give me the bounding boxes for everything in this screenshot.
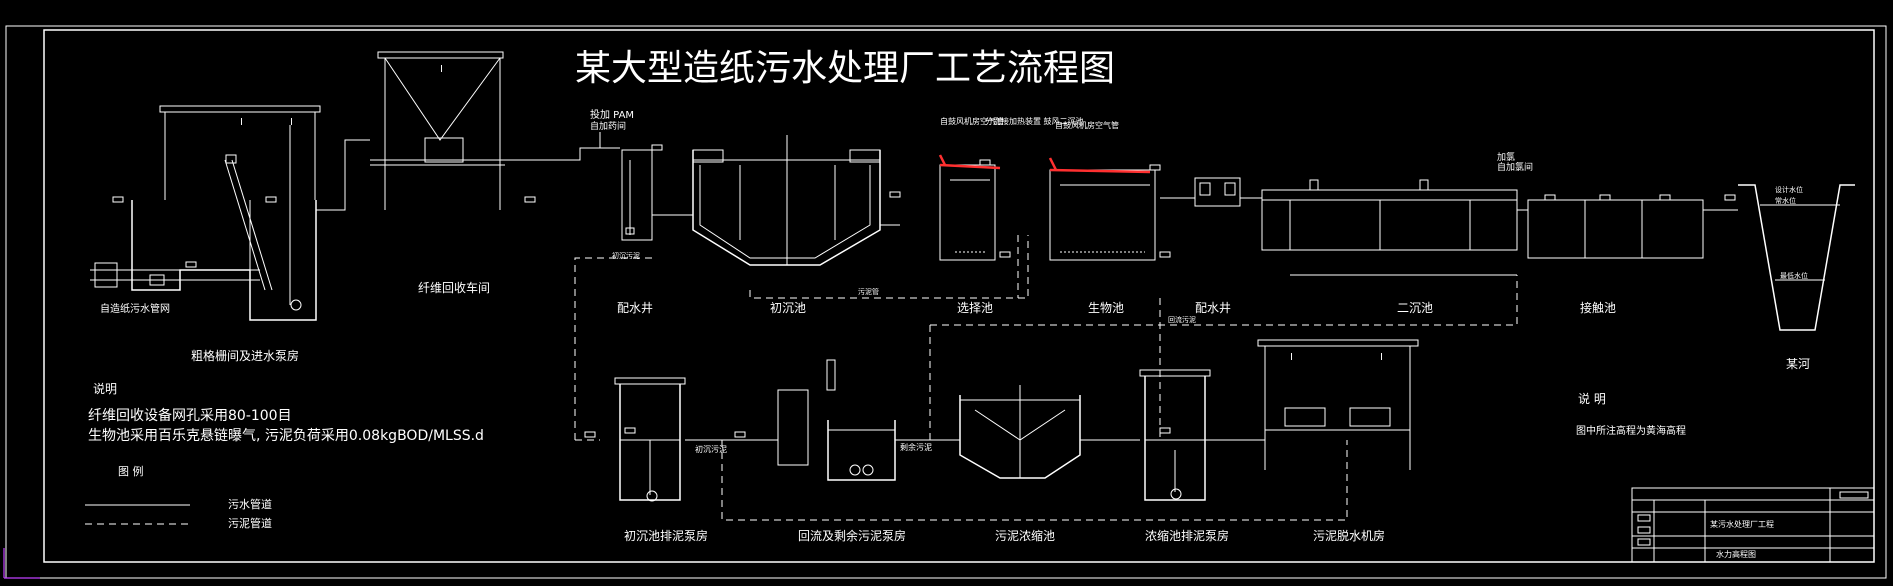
- diagram-title: 某大型造纸污水处理厂工艺流程图: [575, 48, 1115, 89]
- svg-text:I: I: [1290, 352, 1293, 363]
- title-block-drawing: 水力高程图: [1716, 549, 1756, 559]
- distribution-well-2: [1160, 177, 1241, 207]
- label-bio-tank: 生物池: [1088, 301, 1124, 315]
- svg-text:I: I: [1380, 352, 1383, 363]
- primary-settling-tank: [652, 135, 901, 266]
- label-air-2: 分别接加热装置 鼓风二沉池: [985, 116, 1084, 126]
- selector-tank: [939, 159, 1011, 261]
- label-return-sludge-pump: 回流及剩余污泥泵房: [798, 528, 906, 543]
- title-block-project: 某污水处理厂工程: [1710, 519, 1774, 529]
- dewatering-building: I I: [1257, 339, 1419, 470]
- distribution-well-1: [621, 144, 663, 241]
- inner-frame: [43, 29, 1875, 563]
- sludge-thickener: [959, 385, 1140, 479]
- label-chlorine-source: 自加氯间: [1497, 161, 1533, 173]
- legend-sludge-label: 污泥管道: [228, 516, 272, 530]
- sludge-lines: [574, 235, 1518, 521]
- coarse-screen-pump-house: I I: [90, 105, 321, 321]
- notes-right-line-1: 图中所注高程为黄海高程: [1576, 424, 1686, 437]
- label-sludge-pipe-5: 污泥管: [858, 287, 879, 296]
- label-chlorine: 加氯: [1497, 151, 1515, 163]
- label-sludge-pipe-2: 初沉污泥: [695, 444, 727, 454]
- label-sludge-pipe-3: 剩余污泥: [900, 442, 932, 452]
- bio-tank: [938, 154, 1171, 261]
- label-contact-tank: 接触池: [1580, 300, 1616, 315]
- label-sludge-pipe-4: 回流污泥: [1168, 315, 1196, 324]
- legend-heading: 图 例: [118, 464, 144, 478]
- legend-sewage-label: 污水管道: [228, 497, 272, 511]
- secondary-settling-tank: 加氯 自加氯间: [1240, 151, 1533, 276]
- notes-right-heading: 说 明: [1578, 391, 1606, 406]
- label-distribution-well-1: 配水井: [617, 301, 653, 315]
- notes-line-2: 生物池采用百乐克悬链曝气, 污泥负荷采用0.08kgBOD/MLSS.d: [88, 428, 484, 444]
- label-sludge-thickener: 污泥浓缩池: [995, 528, 1055, 543]
- label-primary-settling: 初沉池: [770, 301, 806, 315]
- contact-tank: [1517, 194, 1738, 259]
- label-pam-source: 自加药间: [590, 120, 626, 132]
- notes-line-1: 纤维回收设备网孔采用80-100目: [88, 407, 292, 424]
- label-sludge-pipe-1: 初沉污泥: [612, 251, 640, 260]
- label-air-1: 自鼓风机房空气管: [940, 116, 1004, 126]
- notes-heading: 说明: [93, 381, 117, 396]
- label-secondary-settling: 二沉池: [1397, 301, 1433, 315]
- return-sludge-pump-house: [685, 359, 960, 481]
- title-block: [1631, 487, 1875, 563]
- label-river-high: 设计水位: [1775, 185, 1803, 194]
- svg-text:I: I: [240, 117, 243, 128]
- label-distribution-well-2: 配水井: [1195, 301, 1231, 315]
- primary-sludge-pump-house: [584, 377, 686, 502]
- svg-text:I: I: [290, 117, 293, 128]
- label-air-3: 自鼓风机房空气管: [1055, 120, 1119, 130]
- label-thickened-sludge-pump: 浓缩池排泥泵房: [1145, 528, 1229, 543]
- label-fiber-recovery: 纤维回收车间: [418, 280, 490, 295]
- label-coarse-screen: 粗格栅间及进水泵房: [191, 348, 299, 363]
- thickened-sludge-pump-house: [1139, 369, 1265, 501]
- label-pam: 投加 PAM: [590, 108, 634, 121]
- label-river-low: 常水位: [1775, 196, 1796, 205]
- ucs-axis-icon: [3, 548, 40, 579]
- svg-text:I: I: [440, 64, 443, 75]
- label-inlet-pipe: 自造纸污水管网: [100, 302, 170, 315]
- label-river-bottom: 最低水位: [1780, 271, 1808, 280]
- label-river: 某河: [1786, 357, 1810, 371]
- label-dewatering: 污泥脱水机房: [1313, 528, 1385, 543]
- river-section: 设计水位 常水位 最低水位: [1724, 184, 1855, 331]
- outer-frame: [5, 25, 1887, 579]
- label-primary-sludge-pump: 初沉池排泥泵房: [624, 528, 708, 543]
- label-selector: 选择池: [957, 301, 993, 315]
- fiber-recovery-building: I: [370, 51, 536, 210]
